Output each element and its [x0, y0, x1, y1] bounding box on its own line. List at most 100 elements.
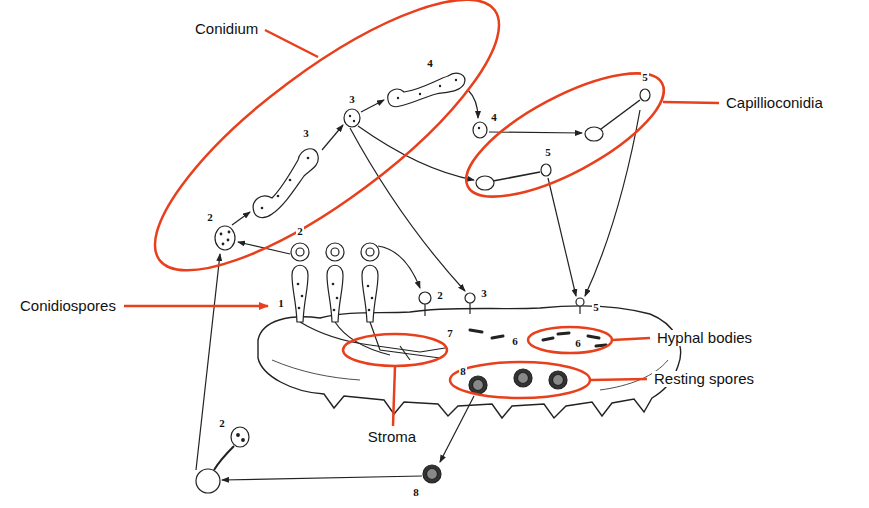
part-label: Conidium — [193, 21, 260, 37]
capilliconidium — [493, 172, 540, 181]
cytoplasm-dot — [371, 297, 374, 300]
conidium-spore — [388, 73, 465, 107]
hyphal-body — [588, 336, 599, 338]
cytoplasm-dot — [227, 239, 230, 242]
cytoplasm-dot — [333, 309, 336, 312]
resting-spore — [518, 373, 529, 384]
cytoplasm-dot — [336, 297, 339, 300]
callout-number: 4 — [490, 112, 498, 124]
cytoplasm-dot — [261, 207, 264, 210]
resting-spore — [469, 376, 487, 394]
cytoplasm-dot — [222, 243, 225, 246]
hyphal-body — [492, 336, 503, 338]
resting-spore — [423, 369, 567, 483]
germinating-spore — [465, 293, 475, 303]
cytoplasm-dot — [439, 85, 441, 87]
stroma-hyphae — [300, 322, 445, 360]
conidiophore — [366, 248, 374, 256]
cycle-arrow — [222, 476, 422, 480]
germinated-resting-spore — [237, 434, 240, 437]
cytoplasm-dot — [297, 283, 300, 286]
callout-number: 8 — [412, 487, 420, 499]
callout-number: 4 — [426, 58, 434, 70]
cycle-arrow — [468, 90, 478, 118]
conidiophore — [331, 248, 339, 256]
resting-spore — [549, 371, 567, 389]
cytoplasm-dot — [297, 283, 374, 312]
cytoplasm-dot — [289, 179, 292, 182]
cycle-arrow — [196, 90, 640, 480]
cytoplasm-dot — [368, 309, 371, 312]
germinated-resting-spore — [196, 469, 220, 493]
part-label: Resting spores — [652, 371, 756, 387]
germinated-resting-spore — [196, 427, 249, 493]
cycle-arrow — [548, 178, 576, 296]
cycle-arrow — [585, 110, 640, 296]
cycle-arrow — [361, 100, 384, 112]
resting-spore — [553, 375, 564, 386]
host-body — [258, 306, 681, 418]
conidiophore — [291, 243, 309, 261]
stroma-hyphae — [400, 346, 410, 360]
cycle-arrow — [232, 212, 250, 225]
capilliconidium — [601, 100, 640, 129]
callout-outline — [528, 327, 612, 353]
leader-line — [124, 305, 268, 308]
leader-line — [393, 366, 395, 426]
cytoplasm-dot — [367, 285, 370, 288]
germinating-spore — [576, 298, 584, 306]
conidiophore — [362, 265, 378, 322]
callout-number: 6 — [574, 338, 582, 350]
cycle-arrow — [378, 246, 420, 288]
callout-number: 3 — [480, 288, 488, 300]
cycle-arrow — [196, 254, 220, 470]
callout-number: 2 — [218, 418, 226, 430]
cytoplasm-dot — [301, 295, 304, 298]
conidiophore — [326, 243, 344, 261]
callout-outline — [450, 362, 590, 398]
germinating-spore — [419, 292, 584, 316]
cytoplasm-dot — [307, 157, 310, 160]
stroma-hyphae — [420, 348, 445, 352]
part-label: Capillioconidia — [724, 95, 825, 111]
callout-number: 5 — [592, 302, 600, 314]
conidium-spore — [253, 149, 318, 218]
cytoplasm-dot — [220, 233, 223, 236]
cytoplasm-dot — [332, 283, 335, 286]
hyphal-body — [543, 338, 553, 340]
host-body — [258, 306, 681, 418]
hyphal-body — [558, 333, 569, 334]
conidiophore — [327, 265, 343, 322]
germinating-spore — [469, 303, 470, 314]
germinating-spore — [424, 304, 425, 316]
callout-number: 2 — [296, 226, 304, 238]
cytoplasm-dot — [353, 120, 355, 122]
part-label: Stroma — [366, 429, 418, 445]
conidiophore — [292, 265, 308, 322]
callout-outline — [121, 0, 534, 312]
leader-line — [124, 30, 719, 426]
callout-number: 7 — [446, 328, 454, 340]
hyphal-body — [470, 330, 482, 332]
cytoplasm-dot — [277, 195, 280, 198]
resting-spore — [423, 465, 441, 483]
leader-line — [663, 102, 719, 103]
germinated-resting-spore — [214, 446, 234, 470]
cytoplasm-dot — [220, 79, 481, 246]
leader-line — [590, 379, 647, 380]
germinated-resting-spore — [231, 427, 249, 447]
cytoplasm-dot — [228, 231, 231, 234]
callout-outline — [121, 0, 680, 398]
cycle-arrow — [440, 396, 474, 462]
cytoplasm-dot — [478, 127, 480, 129]
resting-spore — [514, 369, 532, 387]
cytoplasm-dot — [419, 93, 421, 95]
callout-number: 3 — [348, 94, 356, 106]
leader-line — [265, 30, 318, 57]
leader-line — [612, 338, 650, 340]
cytoplasm-dot — [397, 97, 399, 99]
callout-number: 2 — [436, 290, 444, 302]
